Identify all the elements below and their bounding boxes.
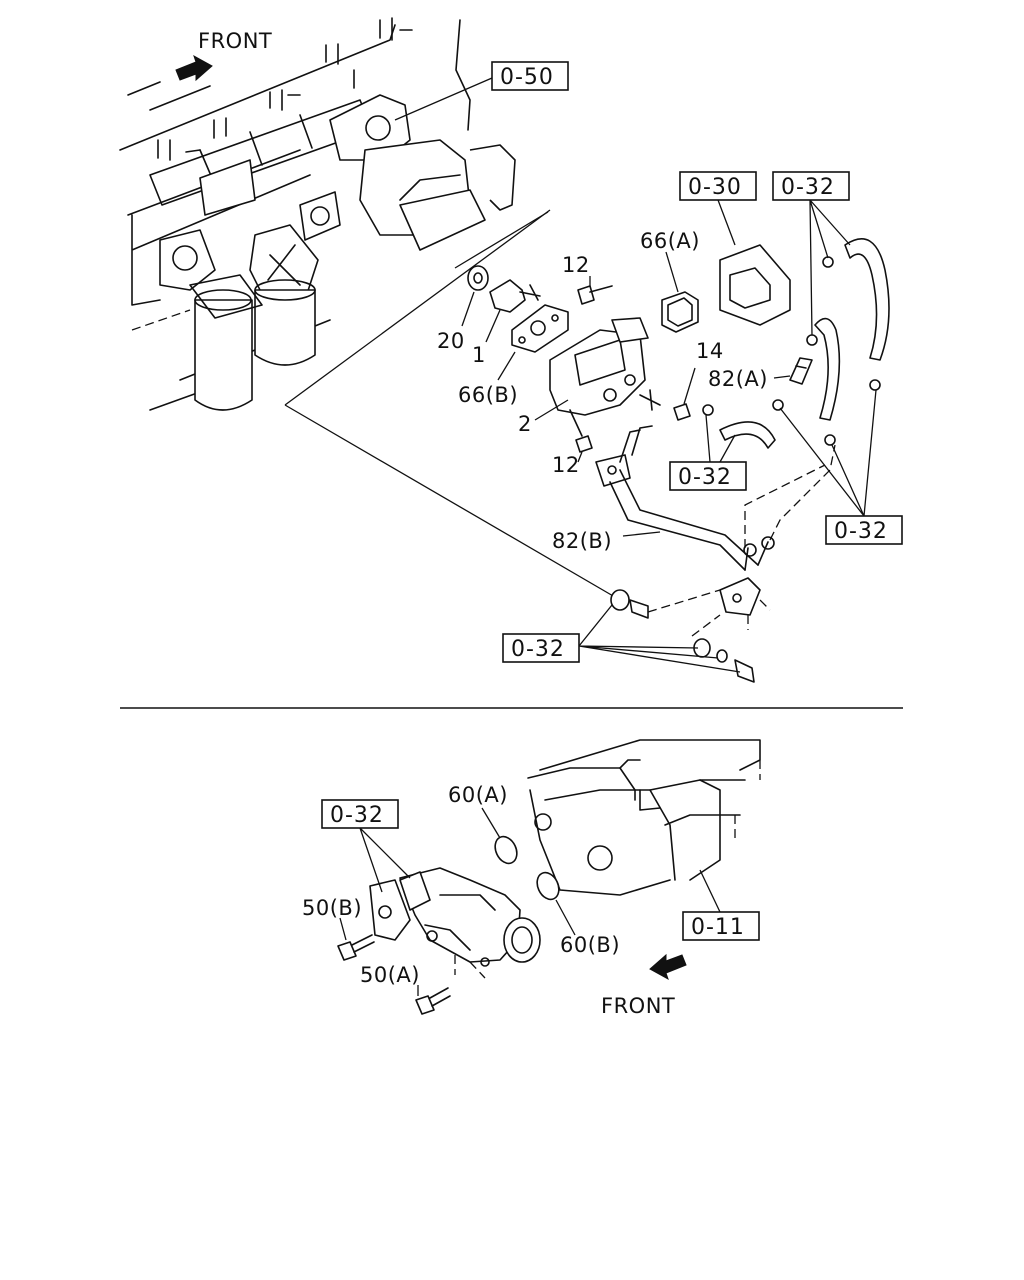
label-part-60a: 60(A) [448, 783, 508, 807]
ref-011-label: 0-11 [691, 915, 745, 940]
part-50b-bolt: 50(B) [302, 896, 375, 961]
front-arrow-lower: FRONT [601, 953, 687, 1018]
ref-032-top-label: 0-32 [781, 175, 835, 200]
label-part-82a: 82(A) [708, 367, 768, 391]
part-1-thermostat: 1 [472, 279, 541, 367]
part-50a-bolt: 50(A) [360, 963, 451, 1015]
label-part-12-top: 12 [562, 253, 590, 277]
front-arrow-upper: FRONT [175, 29, 272, 82]
front-label-upper: FRONT [198, 29, 272, 53]
label-part-20: 20 [437, 329, 465, 353]
part-2-housing: 2 [518, 317, 661, 436]
label-part-50b: 50(B) [302, 896, 362, 920]
ref-032-lower-label: 0-32 [330, 803, 384, 828]
ref-032-top: 0-32 [772, 171, 851, 336]
part-60b-oring: 60(B) [536, 871, 620, 957]
front-arrow-lower-icon [649, 953, 687, 981]
lower-view: 0-11 60(A) 60(B) [302, 739, 761, 1018]
part-60a-oring: 60(A) [448, 783, 518, 865]
ref-030-housing: 0-30 [679, 171, 791, 326]
ref-011: 0-11 [682, 869, 760, 941]
lower-fittings [610, 589, 755, 683]
upper-view: FRONT [119, 17, 903, 683]
engine-block [119, 17, 516, 411]
frame-line-1 [284, 209, 551, 406]
ref-032-bottom: 0-32 [502, 604, 741, 673]
water-outlet-assembly [369, 867, 541, 979]
part-66b-gasket: 66(B) [458, 304, 569, 407]
label-part-60b: 60(B) [560, 933, 620, 957]
front-arrow-icon [175, 54, 213, 82]
part-20-washer: 20 [437, 265, 489, 353]
label-part-1: 1 [472, 343, 486, 367]
label-part-66a: 66(A) [640, 229, 700, 253]
ref-032-hose-label: 0-32 [678, 465, 732, 490]
label-part-50a: 50(A) [360, 963, 420, 987]
frame-line-3 [454, 211, 549, 269]
part-12-bolt-bottom: 12 [552, 409, 593, 477]
label-part-66b: 66(B) [458, 383, 518, 407]
label-part-82b: 82(B) [552, 529, 612, 553]
ref-032-bottom-label: 0-32 [511, 637, 565, 662]
label-part-2: 2 [518, 412, 532, 436]
part-12-bolt-top: 12 [562, 253, 613, 305]
label-part-14: 14 [696, 339, 724, 363]
ref-050: 0-50 [394, 61, 569, 121]
front-label-lower: FRONT [601, 994, 675, 1018]
part-82a-pipe: 82(A) [708, 357, 813, 391]
ref-032-right: 0-32 [779, 389, 903, 545]
frame-line-2 [284, 404, 621, 601]
part-14-bolt: 14 [673, 339, 724, 421]
ref-032-right-label: 0-32 [834, 519, 888, 544]
ref-050-label: 0-50 [500, 65, 554, 90]
part-66a-gasket: 66(A) [640, 229, 700, 333]
ref-032-hose: 0-32 [669, 414, 747, 491]
label-part-12-bottom: 12 [552, 453, 580, 477]
cylinder-head [527, 739, 761, 896]
ref-032-lower: 0-32 [321, 799, 411, 893]
hoses-right [702, 238, 890, 449]
part-82b-pipe-assembly: 82(B) [552, 425, 836, 630]
ref-030: 0-30 [688, 175, 742, 200]
